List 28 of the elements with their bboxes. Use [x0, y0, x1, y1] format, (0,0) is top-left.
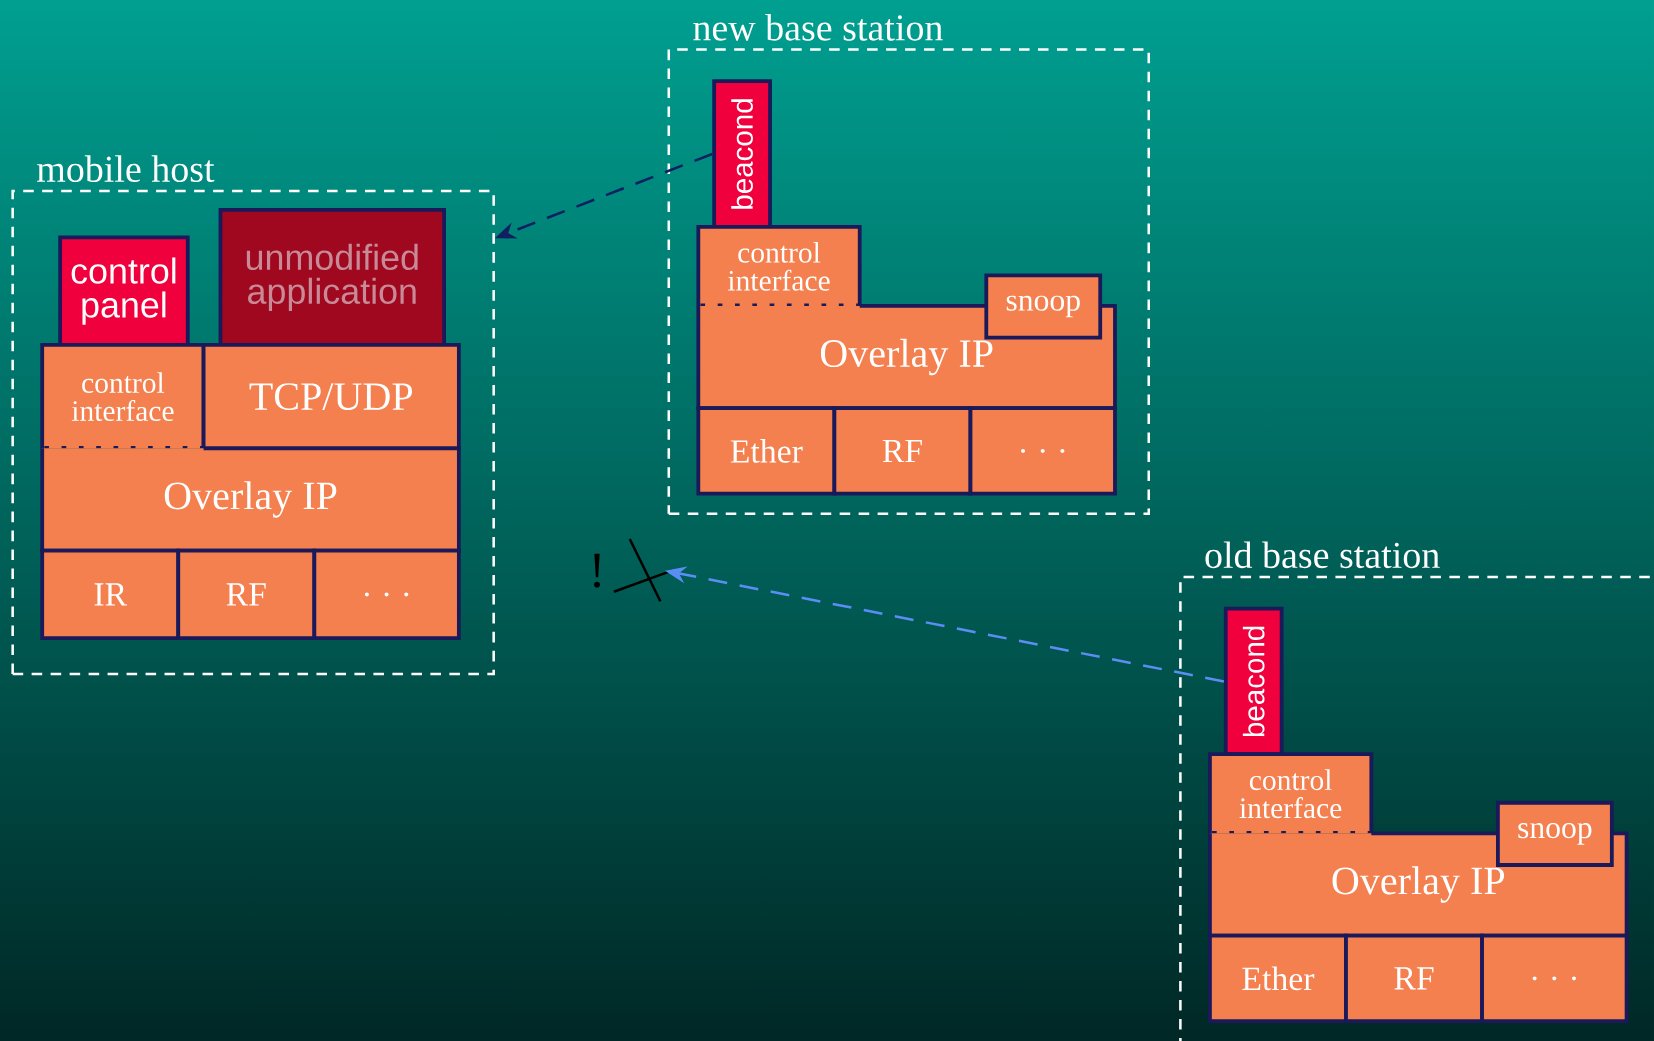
interface-box: control interface: [40, 342, 206, 451]
layer-box: . . .: [968, 406, 1117, 496]
layer-box: IR: [40, 548, 181, 640]
interface-box: control interface: [696, 224, 862, 309]
layer-box: . . .: [1480, 933, 1629, 1023]
layer-box: RF: [1344, 933, 1484, 1023]
node-label: old base station: [1205, 541, 1440, 569]
layer-box: Ether: [696, 406, 837, 496]
control-panel-box: control panel: [58, 235, 190, 347]
node-label: control interface: [728, 241, 830, 291]
layer-box: . . .: [312, 548, 461, 640]
beacond-box: beacond: [1223, 606, 1284, 757]
node-label: new base station: [693, 13, 943, 41]
layer-box: RF: [176, 548, 317, 640]
node-label: Overlay IP: [1332, 866, 1505, 903]
beacond-box: beacond: [712, 79, 772, 229]
layer-box: snoop: [984, 273, 1103, 340]
node-label: control interface: [71, 372, 174, 421]
layer-box: TCP/UDP: [201, 342, 461, 451]
interface-box: control interface: [1208, 752, 1374, 836]
broken-link-mark: !: [594, 538, 673, 602]
layer-box: Ether: [1208, 933, 1348, 1023]
layer-box: RF: [832, 406, 973, 496]
layer-box: snoop: [1496, 800, 1614, 867]
node-label: Overlay IP: [820, 338, 993, 376]
application-box: unmodified application: [218, 207, 446, 347]
node-label: control interface: [1239, 769, 1342, 819]
node-label: mobile host: [37, 155, 215, 182]
